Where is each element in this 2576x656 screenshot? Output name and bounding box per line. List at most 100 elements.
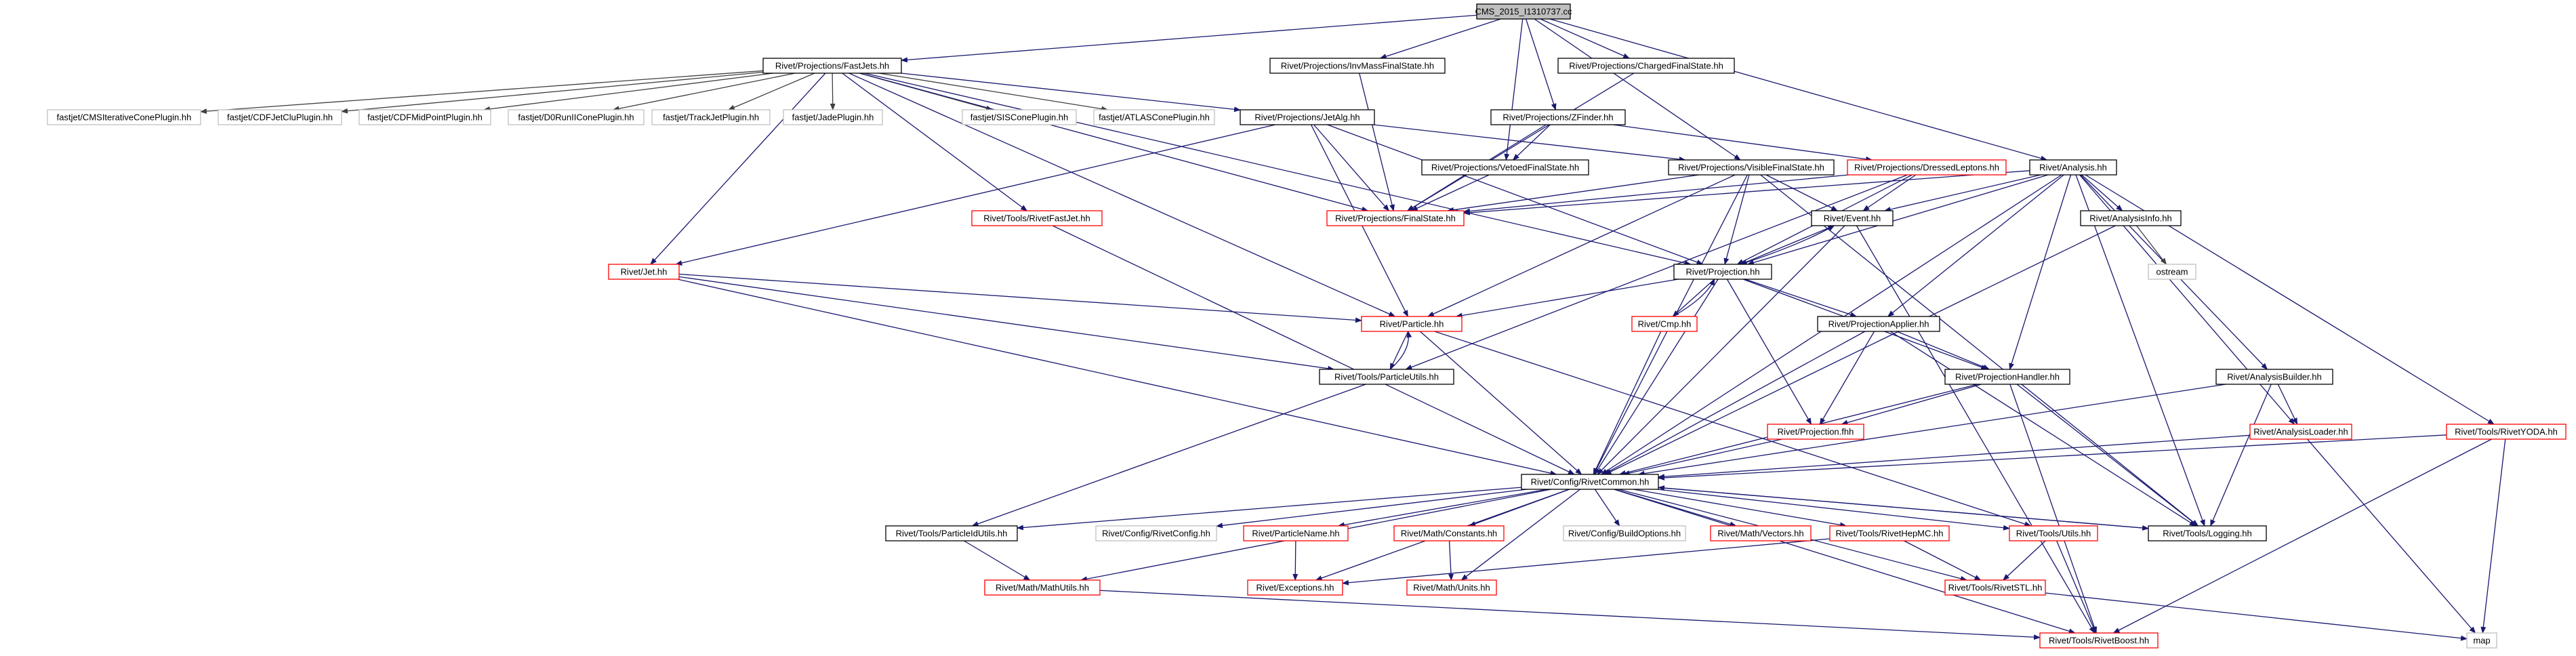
edge-particleutils-to-particle	[1389, 331, 1412, 370]
node-ostream[interactable]: ostream	[2148, 264, 2196, 280]
node-chargedfs[interactable]: Rivet/Projections/ChargedFinalState.hh	[1557, 58, 1735, 74]
node-label: Rivet/Projections/FinalState.hh	[1335, 213, 1456, 224]
node-jet[interactable]: Rivet/Jet.hh	[608, 264, 680, 280]
node-box	[971, 210, 1103, 226]
edge-utils-to-rivetboost	[2056, 540, 2096, 634]
node-label: Rivet/AnalysisBuilder.hh	[2227, 372, 2321, 382]
node-projapplier[interactable]: Rivet/ProjectionApplier.hh	[1817, 316, 1940, 332]
node-label: Rivet/Projection.hh	[1685, 267, 1759, 277]
node-jetalg[interactable]: Rivet/Projections/JetAlg.hh	[1240, 109, 1375, 125]
node-rivethepmc[interactable]: Rivet/Tools/RivetHepMC.hh	[1829, 525, 1950, 541]
node-particlename[interactable]: Rivet/ParticleName.hh	[1243, 525, 1349, 541]
edge-projapplier-to-projhandler	[1896, 331, 1990, 370]
node-exceptions[interactable]: Rivet/Exceptions.hh	[1247, 579, 1343, 596]
node-fj_cdfmid[interactable]: fastjet/CDFMidPointPlugin.hh	[359, 109, 491, 125]
edge-analysis-to-rivetyoda	[2085, 174, 2495, 425]
edge-event-to-projection	[1740, 225, 1835, 265]
node-zfinder[interactable]: Rivet/Projections/ZFinder.hh	[1490, 109, 1626, 125]
edge-analysis-to-projection	[1746, 174, 2049, 266]
node-dressed[interactable]: Rivet/Projections/DressedLeptons.hh	[1847, 159, 2007, 176]
node-box	[1563, 525, 1686, 541]
node-logging[interactable]: Rivet/Tools/Logging.hh	[2148, 525, 2267, 541]
node-box	[762, 58, 902, 74]
node-box	[1631, 316, 1698, 332]
node-box	[1240, 109, 1375, 125]
node-box	[2029, 159, 2117, 176]
node-cmp[interactable]: Rivet/Cmp.hh	[1631, 316, 1698, 332]
node-projhandler[interactable]: Rivet/ProjectionHandler.hh	[1944, 369, 2070, 385]
edge-fastjets-to-fj_track	[727, 73, 815, 110]
edge-root-to-chargedfs	[1540, 18, 1631, 59]
node-constants[interactable]: Rivet/Math/Constants.hh	[1393, 525, 1505, 541]
edge-projfhh-to-rivetcommon	[1622, 438, 1782, 476]
edge-rivetyoda-to-rivetboost	[2112, 438, 2492, 634]
node-box	[359, 109, 491, 125]
node-particle[interactable]: Rivet/Particle.hh	[1361, 316, 1463, 332]
node-box	[1095, 525, 1217, 541]
node-box	[2148, 264, 2196, 280]
node-vetoedfs[interactable]: Rivet/Projections/VetoedFinalState.hh	[1421, 159, 1589, 176]
node-root[interactable]: CMS_2015_I1310737.cc	[1475, 3, 1572, 20]
node-rivetconfig[interactable]: Rivet/Config/RivetConfig.hh	[1095, 525, 1217, 541]
node-buildoptions[interactable]: Rivet/Config/BuildOptions.hh	[1563, 525, 1686, 541]
node-rivetboost[interactable]: Rivet/Tools/RivetBoost.hh	[2039, 632, 2159, 649]
node-projection[interactable]: Rivet/Projection.hh	[1673, 264, 1772, 280]
node-fj_d0[interactable]: fastjet/D0RunIIConePlugin.hh	[508, 109, 645, 125]
edge-dressed-to-event	[1862, 174, 1917, 211]
edge-dressed-to-particleutils	[1405, 174, 1908, 370]
node-label: Rivet/Projections/JetAlg.hh	[1254, 112, 1359, 123]
node-label: Rivet/Projections/DressedLeptons.hh	[1854, 163, 1999, 173]
node-utils[interactable]: Rivet/Tools/Utils.hh	[2009, 525, 2098, 541]
node-units[interactable]: Rivet/Math/Units.hh	[1406, 579, 1497, 596]
node-box	[218, 109, 342, 125]
node-box	[1829, 525, 1950, 541]
node-label: fastjet/JadePlugin.hh	[792, 112, 874, 123]
node-fj_atlas[interactable]: fastjet/ATLASConePlugin.hh	[1093, 109, 1215, 125]
edge-fastjets-to-fj_cms	[200, 70, 764, 115]
edge-utils-to-rivetstl	[2003, 540, 2046, 581]
node-fj_jade[interactable]: fastjet/JadePlugin.hh	[783, 109, 883, 125]
node-box	[1673, 264, 1772, 280]
edge-analysisloader-to-rivetcommon	[1658, 434, 2251, 480]
node-analysisbuilder[interactable]: Rivet/AnalysisBuilder.hh	[2215, 369, 2333, 385]
node-rivetcommon[interactable]: Rivet/Config/RivetCommon.hh	[1521, 474, 1659, 490]
edge-projection-to-event	[1740, 225, 1835, 265]
node-fj_siscone[interactable]: fastjet/SISConePlugin.hh	[962, 109, 1077, 125]
node-invmass[interactable]: Rivet/Projections/InvMassFinalState.hh	[1269, 58, 1446, 74]
node-label: Rivet/Tools/RivetSTL.hh	[1948, 583, 2043, 593]
node-fj_cdfjetclu[interactable]: fastjet/CDFJetCluPlugin.hh	[218, 109, 342, 125]
node-rivetstl[interactable]: Rivet/Tools/RivetSTL.hh	[1944, 579, 2046, 596]
node-box	[608, 264, 680, 280]
node-fastjets[interactable]: Rivet/Projections/FastJets.hh	[762, 58, 902, 74]
node-box	[1944, 579, 2046, 596]
node-finalstate[interactable]: Rivet/Projections/FinalState.hh	[1326, 210, 1465, 226]
node-particleutils[interactable]: Rivet/Tools/ParticleUtils.hh	[1319, 369, 1454, 385]
node-analysisinfo[interactable]: Rivet/AnalysisInfo.hh	[2080, 210, 2182, 226]
node-label: Rivet/Tools/Utils.hh	[2016, 529, 2091, 539]
node-mathutils[interactable]: Rivet/Math/MathUtils.hh	[984, 579, 1101, 596]
node-vectors[interactable]: Rivet/Math/Vectors.hh	[1710, 525, 1812, 541]
edge-particlename-to-exceptions	[1292, 540, 1299, 581]
node-label: Rivet/Config/BuildOptions.hh	[1568, 529, 1681, 539]
edge-fastjets-to-jet	[650, 73, 826, 265]
node-fj_cms[interactable]: fastjet/CMSIterativeConePlugin.hh	[47, 109, 201, 125]
node-box	[1406, 579, 1497, 596]
node-analysis[interactable]: Rivet/Analysis.hh	[2029, 159, 2117, 176]
node-fj_track[interactable]: fastjet/TrackJetPlugin.hh	[651, 109, 771, 125]
nodes-layer: CMS_2015_I1310737.ccRivet/Projections/Fa…	[47, 3, 2567, 649]
node-particleidutils[interactable]: Rivet/Tools/ParticleIdUtils.hh	[885, 525, 1018, 541]
node-analysisloader[interactable]: Rivet/AnalysisLoader.hh	[2249, 424, 2352, 440]
node-rivetfastjet[interactable]: Rivet/Tools/RivetFastJet.hh	[971, 210, 1103, 226]
edge-visiblefs-to-particle	[1427, 174, 1736, 317]
node-box	[1668, 159, 1835, 176]
node-map[interactable]: map	[2466, 632, 2497, 649]
node-rivetyoda[interactable]: Rivet/Tools/RivetYODA.hh	[2446, 424, 2567, 440]
node-visiblefs[interactable]: Rivet/Projections/VisibleFinalState.hh	[1668, 159, 1835, 176]
edge-rivetyoda-to-rivetcommon	[1658, 434, 2447, 480]
node-projfhh[interactable]: Rivet/Projection.fhh	[1767, 424, 1864, 440]
node-event[interactable]: Rivet/Event.hh	[1811, 210, 1894, 226]
edge-particleutils-to-particleidutils	[971, 384, 1366, 527]
edge-projection-to-projfhh	[1726, 279, 1812, 425]
node-box	[1243, 525, 1349, 541]
edge-fastjets-to-fj_atlas	[878, 73, 1109, 112]
